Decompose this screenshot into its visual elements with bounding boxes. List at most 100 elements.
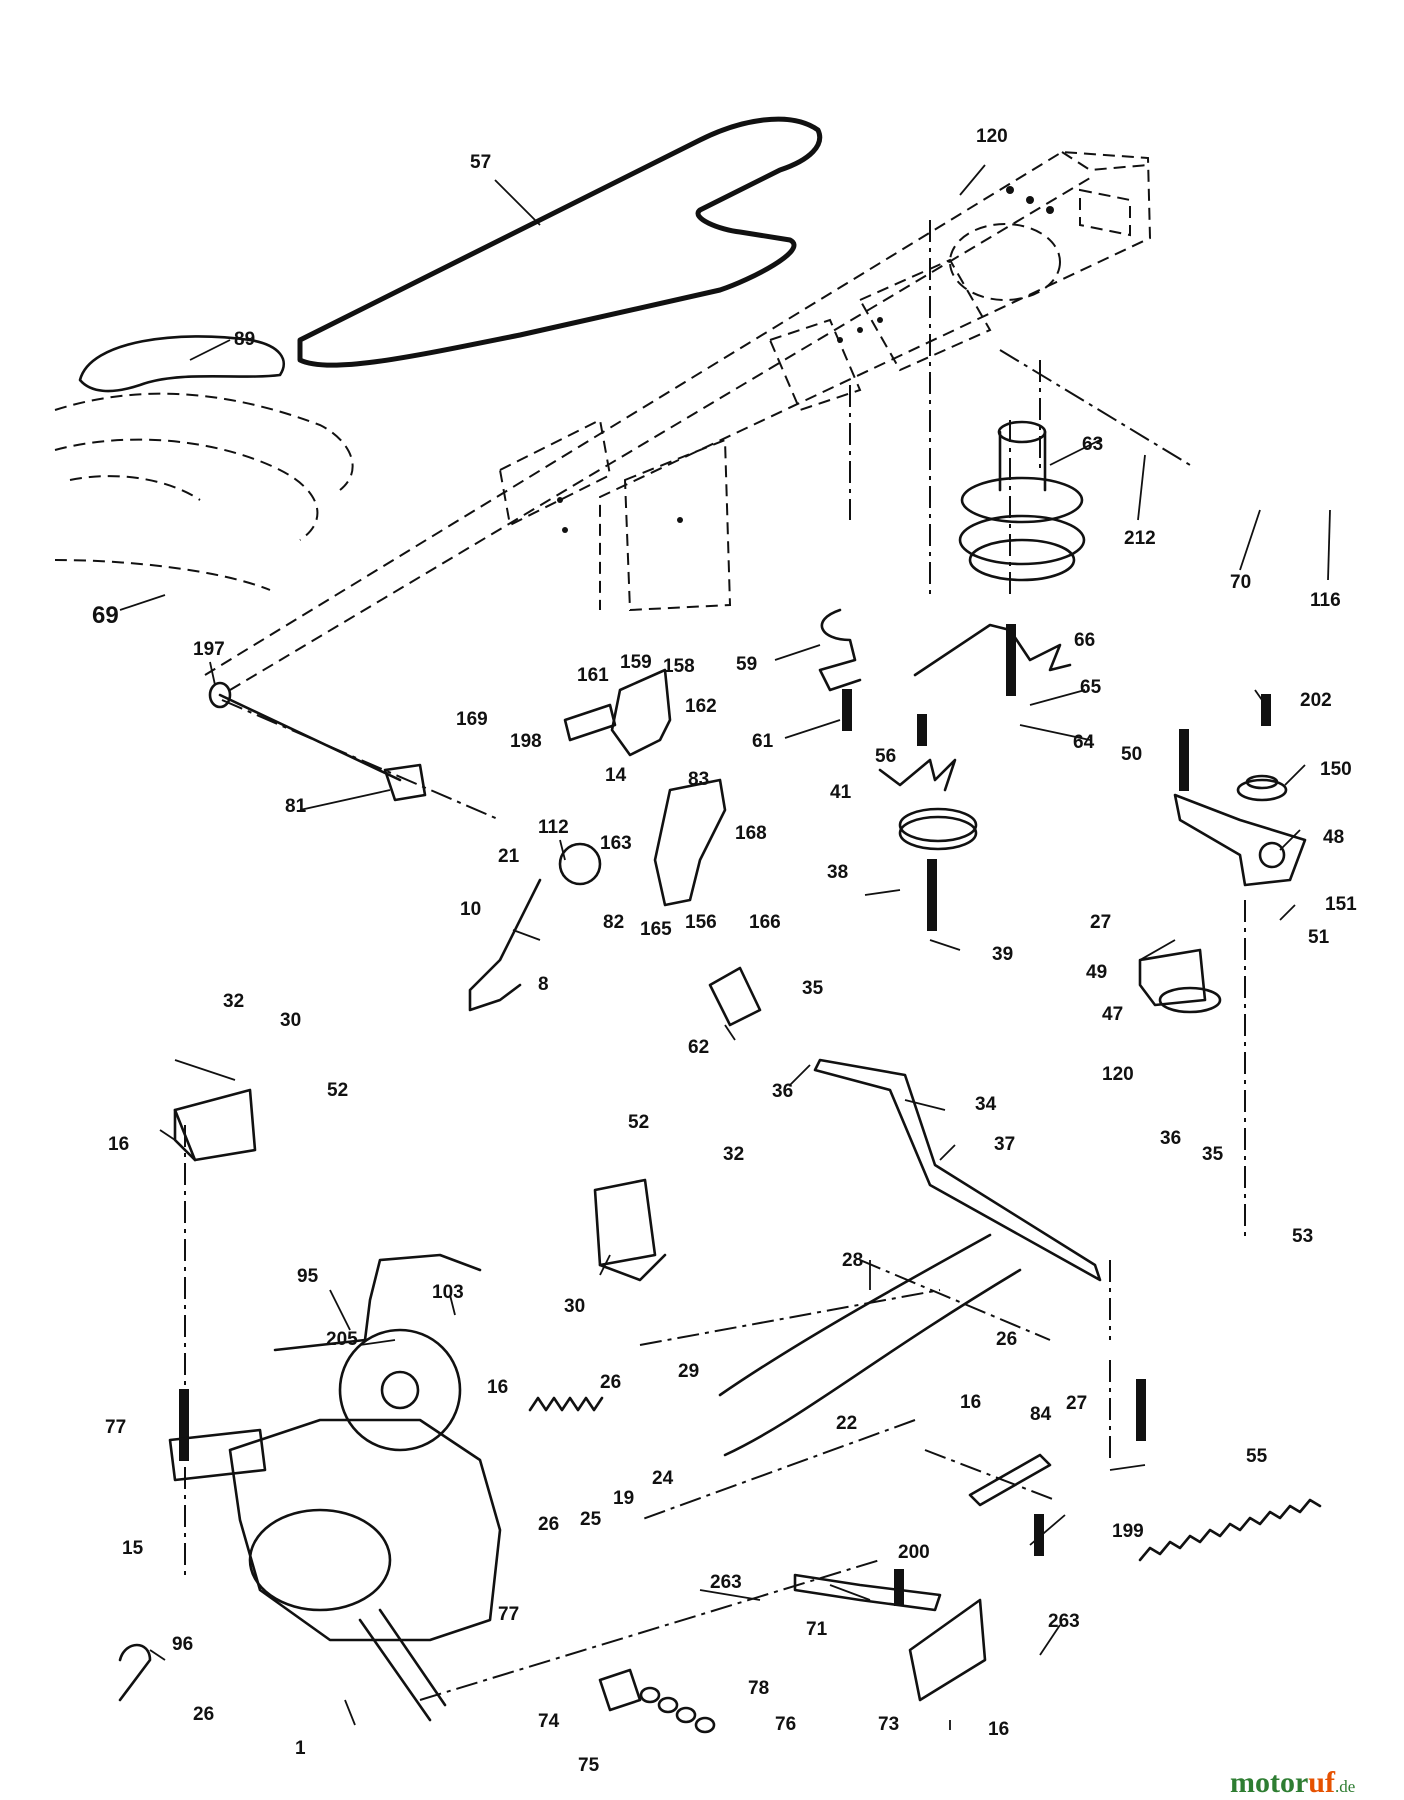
part-label: 1 xyxy=(295,1738,306,1759)
idler-bracket xyxy=(1173,793,1307,887)
part-label: 112 xyxy=(538,817,569,838)
part-label: 30 xyxy=(280,1010,301,1031)
spacer-74 xyxy=(598,1668,642,1712)
return-spring xyxy=(528,1396,604,1412)
part-label: 22 xyxy=(836,1413,857,1434)
part-label: 69 xyxy=(92,602,119,629)
washers-75 xyxy=(639,1686,716,1734)
part-label: 10 xyxy=(460,899,481,920)
part-label: 120 xyxy=(1102,1064,1134,1085)
part-label: 96 xyxy=(172,1634,193,1655)
part-label: 47 xyxy=(1102,1004,1123,1025)
part-label: 36 xyxy=(1160,1128,1181,1149)
part-label: 8 xyxy=(538,974,549,995)
part-label: 19 xyxy=(613,1488,634,1509)
bypass-rod xyxy=(273,1253,482,1352)
part-label: 32 xyxy=(223,991,244,1012)
part-label: 95 xyxy=(297,1266,319,1287)
fender-cover xyxy=(78,335,285,393)
part-label: 35 xyxy=(1202,1144,1224,1165)
seat-fender xyxy=(54,392,354,591)
watermark: motoruf.de xyxy=(1230,1766,1355,1799)
part-label: 84 xyxy=(1030,1404,1052,1425)
part-label: 52 xyxy=(327,1080,348,1101)
part-label: 57 xyxy=(470,152,491,173)
part-label: 81 xyxy=(285,796,307,817)
part-label: 77 xyxy=(105,1417,126,1438)
part-label: 52 xyxy=(628,1112,649,1133)
control-lever xyxy=(468,878,542,1012)
part-label: 168 xyxy=(735,823,767,844)
part-label: 71 xyxy=(806,1619,828,1640)
part-label: 73 xyxy=(878,1714,899,1735)
part-label: 103 xyxy=(432,1282,464,1303)
watermark-part2: uf xyxy=(1308,1766,1336,1799)
part-label: 74 xyxy=(538,1711,560,1732)
spacer xyxy=(708,966,762,1027)
part-label: 26 xyxy=(600,1372,621,1393)
part-label: 76 xyxy=(775,1714,796,1735)
arm-71 xyxy=(793,1573,942,1612)
bracket xyxy=(610,668,672,757)
leader-lines xyxy=(119,164,1331,1730)
part-label: 205 xyxy=(326,1329,358,1350)
part-label: 21 xyxy=(498,846,520,867)
part-label: 26 xyxy=(538,1514,559,1535)
part-label: 59 xyxy=(736,654,757,675)
part-label: 34 xyxy=(975,1094,997,1115)
part-label: 51 xyxy=(1308,927,1330,948)
part-label: 41 xyxy=(830,782,852,803)
pulley-47 xyxy=(1158,986,1222,1014)
part-label: 161 xyxy=(577,665,609,686)
part-label: 14 xyxy=(605,765,627,786)
part-label: 156 xyxy=(685,912,717,933)
part-label: 39 xyxy=(992,944,1013,965)
part-label: 163 xyxy=(600,833,632,854)
part-label: 16 xyxy=(988,1719,1009,1740)
knob-ball xyxy=(558,842,602,886)
part-label: 63 xyxy=(1082,434,1103,455)
part-label: 120 xyxy=(976,126,1008,147)
part-label: 28 xyxy=(842,1250,863,1271)
part-label: 77 xyxy=(498,1604,519,1625)
pulley-lower xyxy=(898,807,978,843)
part-label: 116 xyxy=(1310,590,1341,611)
hitch-pin xyxy=(118,1643,152,1702)
link-84 xyxy=(968,1453,1052,1507)
part-label: 200 xyxy=(898,1542,930,1563)
idler-arm xyxy=(913,623,1072,677)
tension-spring xyxy=(1138,1498,1322,1562)
part-label: 24 xyxy=(652,1468,674,1489)
part-label: 38 xyxy=(827,862,848,883)
part-label: 198 xyxy=(510,731,542,752)
part-label: 25 xyxy=(580,1509,602,1530)
spring-rod xyxy=(818,608,862,692)
part-label: 158 xyxy=(663,656,695,677)
part-label: 61 xyxy=(752,731,774,752)
part-label: 55 xyxy=(1246,1446,1268,1467)
pedal-shaft xyxy=(813,1058,1102,1282)
pulley-upper xyxy=(958,420,1086,582)
part-label: 50 xyxy=(1121,744,1142,765)
watermark-part3: .de xyxy=(1335,1777,1355,1796)
part-label: 32 xyxy=(723,1144,744,1165)
part-label: 16 xyxy=(960,1392,981,1413)
brake-arm xyxy=(653,778,727,907)
part-label: 165 xyxy=(640,919,672,940)
part-label: 197 xyxy=(193,639,225,660)
part-label: 263 xyxy=(710,1572,742,1593)
part-label: 27 xyxy=(1066,1393,1087,1414)
control-cable xyxy=(723,1268,1022,1457)
part-label: 78 xyxy=(748,1678,769,1699)
part-label: 35 xyxy=(802,978,824,999)
part-label: 26 xyxy=(193,1704,214,1725)
part-label: 26 xyxy=(996,1329,1017,1350)
part-label: 162 xyxy=(685,696,717,717)
part-label: 263 xyxy=(1048,1611,1080,1632)
part-label: 83 xyxy=(688,769,709,790)
part-label: 169 xyxy=(456,709,488,730)
part-label: 89 xyxy=(234,329,255,350)
part-label: 212 xyxy=(1124,528,1156,549)
